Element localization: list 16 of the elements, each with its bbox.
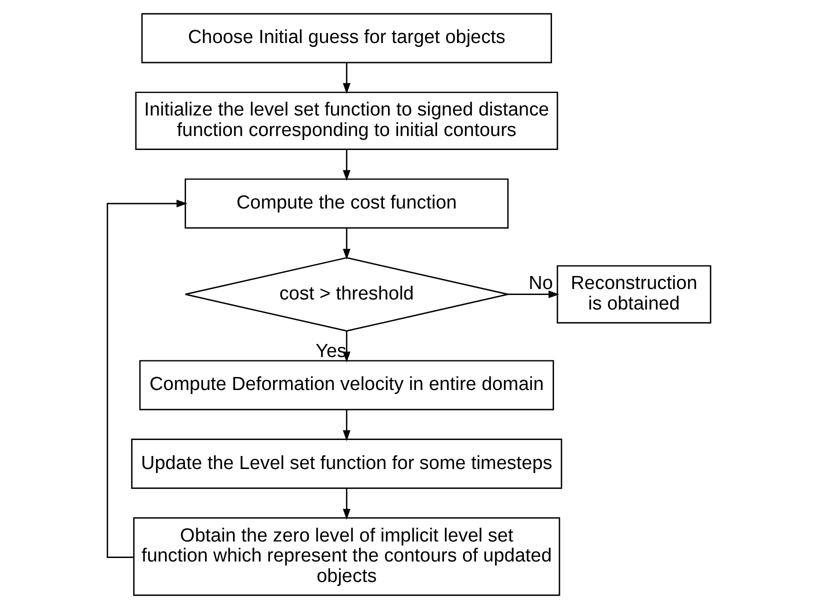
- arrow: [508, 290, 560, 298]
- node-box: Compute Deformation velocity in entire domain: [139, 360, 554, 410]
- node-box: Choose Initial guess for target objects: [141, 13, 552, 64]
- node-box: Update the Level set function for some timesteps: [131, 438, 562, 489]
- arrow: [342, 228, 350, 260]
- arrow: [342, 62, 350, 94]
- arrow: [342, 410, 350, 442]
- arrow: [106, 200, 188, 558]
- arrow: [342, 150, 350, 181]
- node-diamond: cost > threshold: [184, 257, 509, 332]
- node-box: Compute the cost function: [184, 178, 509, 229]
- node-box: Initialize the level set function to signed distance function corresponding to initial contours: [135, 92, 558, 150]
- node-box: Obtain the zero level of implicit level set function which represent the contours of updated objects: [133, 517, 560, 596]
- arrow: [342, 488, 350, 520]
- node-box: Reconstruction is obtained: [556, 265, 712, 324]
- edge-label: No: [528, 273, 553, 294]
